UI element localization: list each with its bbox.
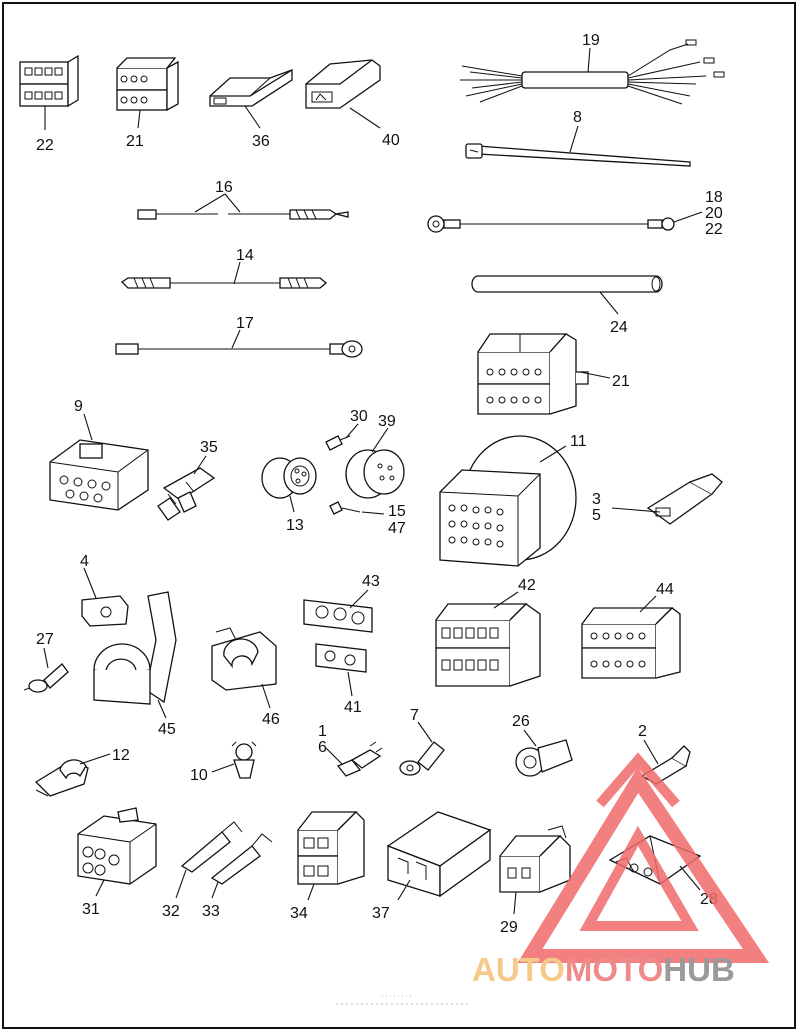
callout-1: 1 — [318, 723, 327, 740]
callout-8: 8 — [573, 109, 582, 126]
callout-39: 39 — [378, 413, 396, 430]
watermark-auto: AUTO — [472, 951, 565, 988]
callout-29: 29 — [500, 919, 518, 936]
callout-11: 11 — [570, 433, 587, 450]
housing-40 — [305, 59, 381, 109]
callout-44: 44 — [656, 581, 674, 598]
callout-16: 16 — [215, 179, 233, 196]
callout-22-ring-wire: 22 — [705, 221, 723, 238]
callout-18: 18 — [705, 189, 723, 206]
callout-17: 17 — [236, 315, 254, 332]
ring-terminal-27 — [23, 663, 69, 693]
plate-41 — [315, 643, 367, 673]
clip-10 — [231, 741, 257, 779]
callout-42: 42 — [518, 577, 536, 594]
watermark-logo — [517, 752, 770, 963]
callout-2: 2 — [638, 723, 647, 740]
part-26 — [515, 739, 573, 777]
connector-30-39 — [325, 435, 405, 499]
wire-16 — [137, 209, 349, 220]
callout-35: 35 — [200, 439, 218, 456]
callout-37: 37 — [372, 905, 390, 922]
callout-47: 47 — [388, 520, 406, 537]
callout-7: 7 — [410, 707, 419, 724]
callout-21-right: 21 — [612, 373, 630, 390]
grommet-45 — [93, 591, 177, 705]
callout-46: 46 — [262, 711, 280, 728]
terminal-3-5 — [646, 473, 723, 525]
part-4 — [81, 595, 129, 627]
callout-3: 3 — [592, 491, 601, 508]
wire-14 — [120, 277, 328, 289]
callout-13: 13 — [286, 517, 304, 534]
connector-22 — [19, 54, 79, 108]
callout-31: 31 — [82, 901, 100, 918]
callout-33: 33 — [202, 903, 220, 920]
connector-42 — [435, 603, 541, 687]
connector-11 — [439, 435, 577, 567]
terminal-35 — [157, 467, 216, 521]
callout-45: 45 — [158, 721, 176, 738]
callout-34: 34 — [290, 905, 308, 922]
callout-15: 15 — [388, 503, 406, 520]
tube-24 — [471, 275, 663, 293]
callout-32: 32 — [162, 903, 180, 920]
terminal-1-6 — [336, 741, 383, 777]
callout-20: 20 — [705, 205, 723, 222]
terminals-32-33 — [180, 821, 273, 885]
wire-harness-19 — [460, 39, 725, 105]
callout-14: 14 — [236, 247, 254, 264]
pin-15-47 — [329, 501, 361, 515]
callout-40: 40 — [382, 132, 400, 149]
wire-17 — [115, 340, 363, 358]
watermark-hub: HUB — [663, 951, 735, 988]
clip-12 — [34, 759, 89, 797]
callout-30: 30 — [350, 408, 368, 425]
callout-36: 36 — [252, 133, 270, 150]
callout-9: 9 — [74, 398, 83, 415]
connector-29 — [499, 825, 571, 893]
clip-46 — [211, 627, 277, 691]
callout-10: 10 — [190, 767, 208, 784]
cable-tie-8 — [465, 143, 691, 167]
callout-19: 19 — [582, 32, 600, 49]
connector-21-large — [477, 333, 589, 415]
callout-22-top-left: 22 — [36, 137, 54, 154]
connector-9 — [49, 439, 149, 511]
connector-21 — [116, 57, 179, 112]
watermark-moto: MOTO — [565, 951, 663, 988]
callout-21-top: 21 — [126, 133, 144, 150]
connector-37 — [386, 811, 492, 898]
connector-34 — [297, 811, 365, 885]
ring-wire-18-20-22 — [427, 215, 675, 233]
callout-27: 27 — [36, 631, 54, 648]
plate-43 — [303, 599, 373, 633]
callout-5: 5 — [592, 507, 601, 524]
watermark-text: AUTOMOTOHUB — [472, 951, 735, 988]
callout-24: 24 — [610, 319, 628, 336]
plug-13 — [261, 457, 317, 499]
callout-41: 41 — [344, 699, 362, 716]
footer-print — [336, 995, 470, 1005]
ring-terminal-7 — [399, 741, 445, 776]
callout-4: 4 — [80, 553, 89, 570]
callout-26: 26 — [512, 713, 530, 730]
housing-36 — [209, 68, 293, 107]
callout-6: 6 — [318, 739, 327, 756]
callout-43: 43 — [362, 573, 380, 590]
connector-31 — [77, 807, 157, 885]
connector-44 — [581, 607, 681, 679]
callout-12: 12 — [112, 747, 130, 764]
